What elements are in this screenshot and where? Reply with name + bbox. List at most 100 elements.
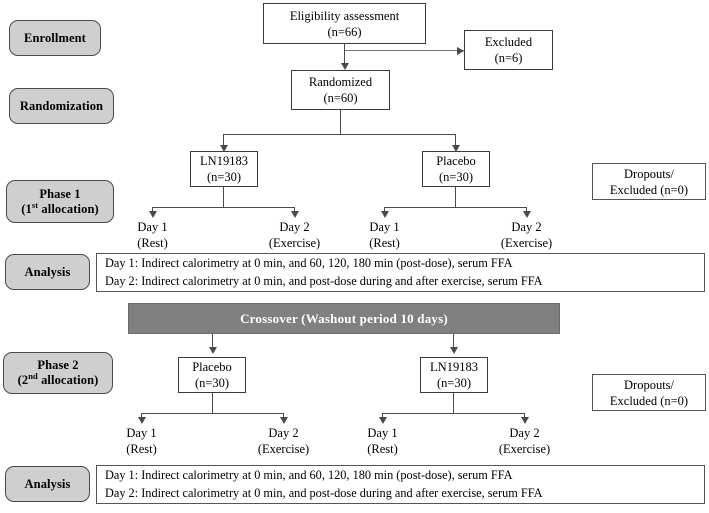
- phase2-ln19183-line2: (n=30): [436, 376, 472, 390]
- connector-p1-left-stem: [223, 187, 225, 208]
- analysis-box-phase2: Day 1: Indirect calorimetry at 0 min, an…: [96, 465, 705, 504]
- day-label-p1-4-line2: (Exercise): [500, 236, 553, 251]
- analysis1-line2: Day 2: Indirect calorimetry at 0 min, an…: [105, 273, 543, 288]
- connector-p2-day1b-drop: [382, 413, 384, 419]
- phase-1-allocation-text: allocation): [38, 201, 99, 216]
- day-label-p2-3-line1: Day 1: [367, 426, 398, 440]
- connector-allocation-left-drop: [223, 134, 225, 147]
- day-label-p2-4-line1: Day 2: [509, 426, 540, 440]
- connector-p1-left-bus: [152, 207, 294, 209]
- phase-2-line1: Phase 2: [37, 358, 79, 373]
- crossover-banner: Crossover (Washout period 10 days): [128, 303, 560, 334]
- arrowhead-placebo-phase1: [451, 145, 460, 152]
- day-label-p1-4-line1: Day 2: [511, 220, 542, 234]
- dropouts1-line1: Dropouts/: [624, 166, 674, 181]
- connector-p2-day2-drop: [283, 413, 285, 419]
- stage-label-randomization-text: Randomization: [19, 98, 104, 113]
- phase-2-ordinal-sup: nd: [28, 370, 38, 381]
- stage-label-enrollment-text: Enrollment: [24, 30, 86, 45]
- arrowhead-p2-day1: [137, 417, 146, 424]
- connector-eligibility-to-randomized: [344, 44, 346, 64]
- excluded-line2: (n=6): [494, 51, 523, 65]
- phase1-placebo-line1: Placebo: [436, 154, 476, 168]
- day-label-p2-1-line2: (Rest): [126, 442, 157, 457]
- stage-label-analysis-1: Analysis: [5, 254, 90, 290]
- dropouts2-line2: Excluded (n=0): [609, 393, 689, 408]
- connector-to-excluded: [345, 50, 465, 51]
- arrowhead-p2-ln19183: [449, 347, 458, 354]
- phase-2-line2: (2nd allocation): [17, 370, 99, 388]
- connector-p1-day2-drop: [294, 207, 296, 213]
- phase-1-paren-open: (1: [21, 201, 32, 216]
- randomized-line1: Randomized: [308, 75, 373, 89]
- analysis1-line1: Day 1: Indirect calorimetry at 0 min, an…: [105, 256, 513, 271]
- arrowhead-p1-day2: [290, 211, 299, 218]
- stage-label-randomization: Randomization: [9, 88, 114, 124]
- phase-2-allocation-text: allocation): [37, 373, 99, 387]
- day-label-p1-2-line1: Day 2: [279, 220, 310, 234]
- day-label-p2-1-line1: Day 1: [126, 426, 157, 440]
- phase-1-line1: Phase 1: [39, 186, 81, 201]
- day-label-p1-1-line1: Day 1: [137, 220, 168, 234]
- dropouts1-line2: Excluded (n=0): [609, 182, 689, 197]
- crossover-label: Crossover (Washout period 10 days): [240, 310, 448, 326]
- analysis-box-phase1: Day 1: Indirect calorimetry at 0 min, an…: [96, 253, 705, 292]
- connector-crossover-right: [453, 334, 455, 348]
- node-phase1-ln19183: LN19183 (n=30): [190, 151, 258, 187]
- day-label-p1-1: Day 1 (Rest): [122, 219, 183, 252]
- day-label-p1-3-line2: (Rest): [369, 236, 400, 251]
- connector-p2-day1-drop: [141, 413, 143, 419]
- arrowhead-p2-day2: [279, 417, 288, 424]
- arrowhead-p2-day2b: [520, 417, 529, 424]
- day-label-p2-4-line2: (Exercise): [498, 442, 551, 457]
- node-excluded: Excluded (n=6): [464, 30, 553, 70]
- connector-p1-day2b-drop: [526, 207, 528, 213]
- connector-p1-day1-drop: [152, 207, 154, 213]
- eligibility-line1: Eligibility assessment: [289, 8, 400, 23]
- arrowhead-p1-day1b: [380, 211, 389, 218]
- stage-label-enrollment: Enrollment: [9, 20, 101, 56]
- node-phase1-placebo: Placebo (n=30): [422, 151, 490, 187]
- stage-label-analysis-2-text: Analysis: [24, 476, 71, 491]
- connector-crossover-left: [212, 334, 214, 348]
- node-randomized: Randomized (n=60): [291, 70, 390, 110]
- arrowhead-p1-day1: [148, 211, 157, 218]
- phase-1-ordinal-sup: st: [31, 199, 39, 210]
- day-label-p2-4: Day 2 (Exercise): [478, 425, 571, 458]
- day-label-p1-4: Day 2 (Exercise): [480, 219, 573, 252]
- day-label-p2-2: Day 2 (Exercise): [237, 425, 330, 458]
- analysis2-line2: Day 2: Indirect calorimetry at 0 min, an…: [105, 485, 543, 500]
- phase-1-line2: (1st allocation): [21, 199, 99, 217]
- eligibility-line2: (n=66): [327, 24, 362, 39]
- phase1-placebo-line2: (n=30): [438, 170, 474, 184]
- dropouts2-line1: Dropouts/: [624, 377, 674, 392]
- excluded-line1: Excluded: [484, 35, 533, 49]
- analysis2-line1: Day 1: Indirect calorimetry at 0 min, an…: [105, 468, 513, 483]
- day-label-p1-2: Day 2 (Exercise): [248, 219, 341, 252]
- randomized-line2: (n=60): [323, 91, 358, 105]
- arrowhead-p2-day1b: [378, 417, 387, 424]
- connector-p2-day2b-drop: [524, 413, 526, 419]
- connector-randomized-stem: [340, 110, 342, 135]
- arrowhead-randomized: [340, 63, 349, 70]
- connector-p2-left-stem: [212, 393, 214, 414]
- connector-p2-left-bus: [141, 413, 283, 415]
- phase2-placebo-line2: (n=30): [194, 376, 230, 390]
- phase-2-paren-open: (2: [17, 373, 29, 387]
- phase2-ln19183-line1: LN19183: [430, 360, 478, 374]
- stage-label-phase-1: Phase 1 (1st allocation): [6, 180, 114, 223]
- phase2-placebo-line1: Placebo: [192, 360, 232, 374]
- connector-p1-right-stem: [455, 187, 457, 208]
- day-label-p2-2-line1: Day 2: [268, 426, 299, 440]
- node-phase2-placebo: Placebo (n=30): [178, 357, 246, 393]
- connector-allocation-bus: [223, 134, 455, 136]
- day-label-p1-2-line2: (Exercise): [268, 236, 321, 251]
- day-label-p2-3: Day 1 (Rest): [352, 425, 413, 458]
- arrowhead-ln19183-phase1: [219, 145, 228, 152]
- stage-label-analysis-1-text: Analysis: [24, 264, 71, 279]
- arrowhead-p2-placebo: [208, 347, 217, 354]
- arrowhead-excluded: [457, 46, 464, 55]
- day-label-p2-3-line2: (Rest): [367, 442, 398, 457]
- stage-label-analysis-2: Analysis: [5, 466, 90, 502]
